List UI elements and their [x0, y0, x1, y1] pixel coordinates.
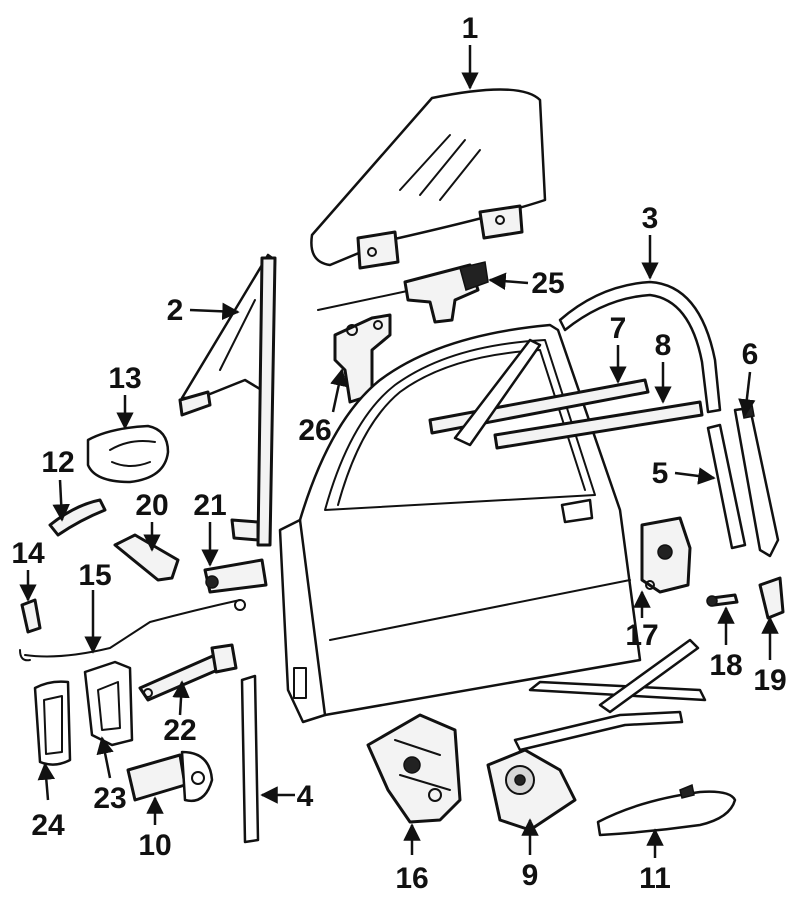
callout-26: 26: [298, 414, 331, 447]
part-8-belt-moulding-inner: [493, 400, 704, 450]
part-26-bracket: [333, 313, 392, 404]
callout-13: 13: [108, 362, 141, 395]
part-5-run-channel: [706, 423, 747, 550]
part-3-frame-weatherstrip: [558, 280, 722, 414]
part-21-hinge: [203, 558, 268, 594]
leader-26: [330, 368, 348, 413]
part-15-lock-rod: [19, 599, 246, 662]
door-shell: [278, 323, 642, 724]
callout-1: 1: [462, 12, 479, 45]
callout-10: 10: [138, 829, 171, 862]
callout-11: 11: [639, 862, 671, 895]
leader-23: [96, 736, 114, 779]
part-13-inside-handle-bezel: [86, 424, 170, 484]
part-9-window-regulator: [486, 638, 707, 832]
leader-12: [52, 479, 70, 522]
leader-24: [37, 762, 56, 801]
part-18-screw: [706, 593, 739, 607]
leader-lines: [19, 45, 779, 858]
part-4-weatherstrip: [240, 674, 260, 844]
callout-16: 16: [395, 862, 428, 895]
part-2-vent-window: [178, 253, 277, 547]
part-25-glass-channel: [317, 261, 489, 324]
callout-5: 5: [652, 457, 669, 490]
callout-18: 18: [709, 649, 742, 682]
part-19-striker: [758, 576, 785, 620]
callout-25: 25: [531, 267, 564, 300]
callout-7: 7: [610, 312, 627, 345]
callout-20: 20: [135, 489, 168, 522]
leader-5: [674, 467, 716, 485]
part-10-lock-actuator: [126, 750, 214, 803]
callout-2: 2: [167, 294, 184, 327]
callout-labels: 1 2 3 4 5 6 7 8 9 10 11 12 13 14 15 16 1…: [11, 12, 786, 895]
leader-25: [488, 272, 529, 290]
part-11-outside-handle: [596, 783, 737, 837]
part-22-door-check: [138, 643, 238, 702]
callout-8: 8: [655, 329, 672, 362]
callout-12: 12: [41, 446, 74, 479]
callout-17: 17: [625, 619, 658, 652]
callout-19: 19: [753, 664, 786, 697]
leader-6: [738, 371, 756, 417]
callout-14: 14: [11, 537, 45, 570]
callout-4: 4: [297, 780, 314, 813]
leader-22: [172, 680, 190, 716]
callout-6: 6: [742, 338, 759, 371]
leader-2: [189, 302, 240, 321]
part-12-handle-clip: [48, 498, 107, 537]
callout-22: 22: [163, 714, 196, 747]
part-14-clip: [20, 598, 42, 634]
callout-15: 15: [78, 559, 111, 592]
callout-23: 23: [93, 782, 126, 815]
part-17-door-latch: [640, 516, 692, 594]
callout-24: 24: [31, 809, 65, 842]
callout-3: 3: [642, 202, 659, 235]
inner-frame-channel: [453, 338, 542, 447]
part-16-lock-assembly: [366, 713, 462, 824]
part-20-control-link: [113, 533, 180, 582]
part-24-handle-trim: [33, 680, 72, 766]
part-1-door-glass: [310, 88, 547, 270]
callout-9: 9: [522, 859, 539, 892]
callout-21: 21: [193, 489, 226, 522]
part-23-inside-handle: [83, 660, 134, 747]
